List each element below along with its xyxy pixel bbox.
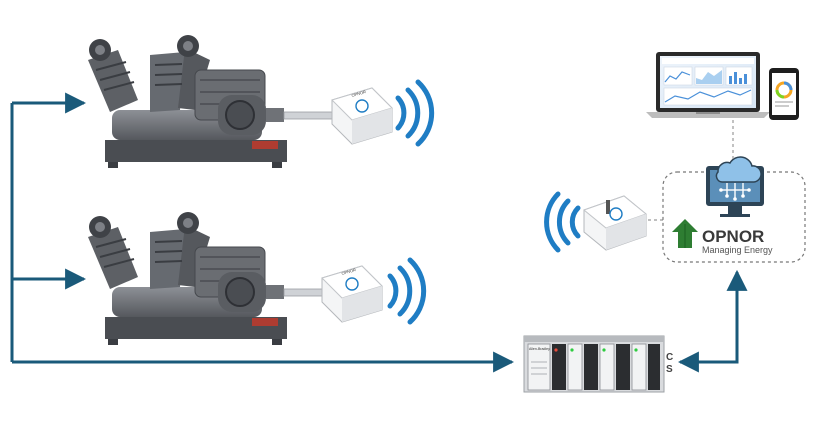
sensor-label-1: OPNOR	[351, 89, 367, 98]
brand-name: OPNOR	[702, 227, 764, 246]
plc-controller: Allen-Bradley C S	[523, 335, 673, 393]
cloud-platform-box: OPNOR Managing Energy	[662, 156, 806, 263]
air-compressor-icon	[88, 35, 333, 168]
plc-side-text-line1: C	[666, 352, 673, 363]
wifi-signal-icon	[395, 79, 435, 147]
laptop-dashboard-icon	[646, 52, 770, 118]
brand-tagline: Managing Energy	[702, 245, 773, 255]
cloud-monitor-icon	[706, 156, 764, 217]
wireless-sensor-icon: OPNOR	[321, 265, 383, 323]
air-compressor-icon	[88, 212, 327, 345]
wifi-signal-icon	[387, 257, 427, 325]
mobile-phone-icon	[769, 68, 799, 120]
wireless-sensor-icon: OPNOR	[331, 87, 393, 145]
plc-rack-icon: Allen-Bradley	[523, 335, 665, 393]
sensor-device-2: OPNOR	[321, 265, 383, 323]
sensor-label-2: OPNOR	[341, 267, 357, 276]
gateway-icon	[582, 195, 648, 251]
compressor-2	[88, 212, 327, 345]
compressor-1	[88, 35, 333, 168]
plc-brand-label: Allen-Bradley	[529, 347, 550, 351]
brand-logo: OPNOR Managing Energy	[672, 219, 773, 255]
connector-lines	[10, 92, 748, 373]
gateway-device	[544, 191, 666, 253]
wifi-signal-icon	[544, 191, 581, 253]
sensor-device-1: OPNOR	[331, 87, 393, 145]
plc-side-text-line2: S	[666, 364, 673, 375]
arrow-plc-to-cloud	[677, 269, 748, 373]
